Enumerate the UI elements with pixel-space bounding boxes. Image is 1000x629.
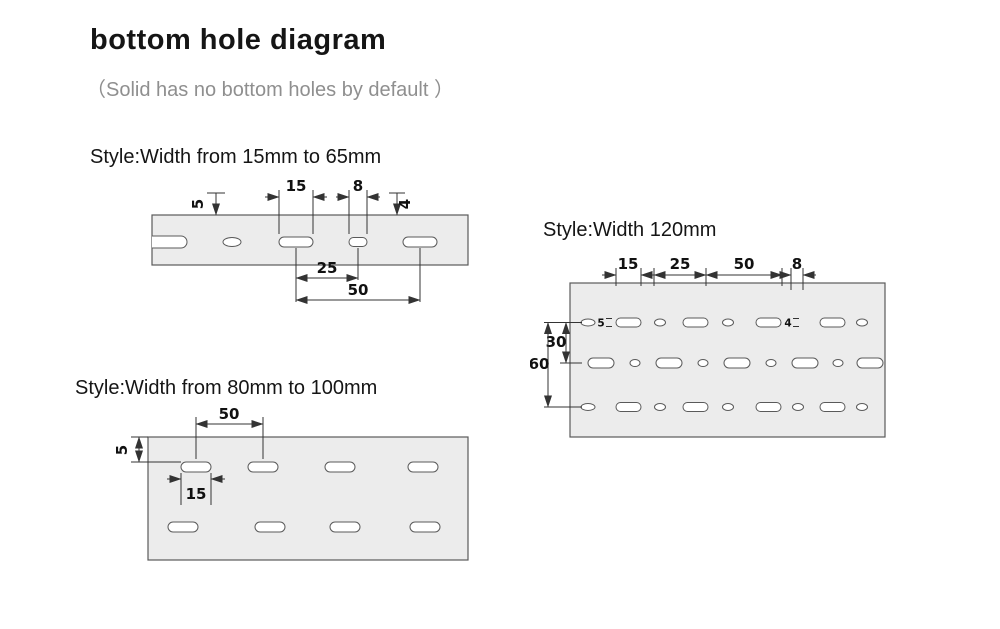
oval-hole xyxy=(723,357,751,369)
slot-hole xyxy=(819,317,846,328)
s3-dim-60-label: 60 xyxy=(530,355,549,373)
s3-dim-15-label: 15 xyxy=(618,255,639,273)
round-hole xyxy=(654,403,666,411)
oval-hole xyxy=(791,357,819,369)
oval-hole xyxy=(587,357,615,369)
slot-hole xyxy=(755,402,782,412)
s3-dim-50-label: 50 xyxy=(734,255,755,273)
s1-dim-15-label: 15 xyxy=(286,177,307,195)
slot-hole xyxy=(254,521,286,533)
s3-dim-8-label: 8 xyxy=(792,255,802,273)
page-subtitle: （Solid has no bottom holes by default ） xyxy=(86,79,454,101)
slot-hole xyxy=(329,521,361,533)
slot-hole xyxy=(402,236,438,248)
slot-hole xyxy=(180,461,212,473)
style2-label: Style:Width from 80mm to 100mm xyxy=(75,377,378,399)
slot-hole xyxy=(615,402,642,412)
oval-hole xyxy=(856,357,884,369)
round-hole xyxy=(856,318,868,327)
style3-label: Style:Width 120mm xyxy=(543,219,717,241)
style3-dimensions: 15 25 50 8 30 60 xyxy=(530,255,816,408)
s2-dim-5-label: 5 xyxy=(113,445,131,455)
round-hole xyxy=(856,403,868,411)
round-hole xyxy=(222,237,242,247)
slot-hole xyxy=(407,461,439,473)
round-hole xyxy=(792,403,804,411)
edge-notch-hole xyxy=(152,235,188,249)
round-hole xyxy=(722,318,734,327)
s3-dim-5-label: 5 xyxy=(597,318,604,330)
s1-dim-8-label: 8 xyxy=(353,177,363,195)
slot-hole xyxy=(409,521,441,533)
round-hole xyxy=(722,403,734,411)
oval-hole xyxy=(655,357,683,369)
s3-dim-4-label: 4 xyxy=(784,318,791,330)
style1-plate xyxy=(151,214,469,266)
page-title: bottom hole diagram xyxy=(90,24,387,56)
s3-dim-25-label: 25 xyxy=(670,255,691,273)
slot-hole xyxy=(247,461,279,473)
style1-label: Style:Width from 15mm to 65mm xyxy=(90,146,382,168)
slot-hole xyxy=(348,237,368,247)
round-hole xyxy=(832,359,844,367)
slot-hole xyxy=(167,521,199,533)
s2-dim-50-label: 50 xyxy=(219,405,240,423)
round-hole xyxy=(654,318,666,327)
style1-dimensions: 15 8 5 4 25 50 xyxy=(189,177,421,304)
round-hole xyxy=(765,359,777,367)
slot-hole xyxy=(755,317,782,328)
slot-hole xyxy=(324,461,356,473)
slot-hole xyxy=(682,317,709,328)
style1-diagram: 15 8 5 4 25 50 xyxy=(151,177,469,304)
style2-diagram: 50 5 15 xyxy=(113,405,469,561)
s1-dim-50-label: 50 xyxy=(348,281,369,299)
slot-hole xyxy=(278,236,314,248)
style3-plate xyxy=(569,282,886,438)
style2-plate xyxy=(147,436,469,561)
round-hole xyxy=(629,359,641,367)
oval-hole xyxy=(580,318,596,327)
style3-diagram: 15 25 50 8 30 60 xyxy=(530,255,886,438)
slot-hole xyxy=(615,317,642,328)
oval-hole xyxy=(580,403,596,411)
s1-dim-25-label: 25 xyxy=(317,259,338,277)
s1-dim-4-label: 4 xyxy=(396,199,414,209)
s1-dim-5-label: 5 xyxy=(189,199,207,209)
s2-dim-15-label: 15 xyxy=(186,485,207,503)
style2-dimensions: 50 5 15 xyxy=(113,405,264,505)
round-hole xyxy=(697,359,709,367)
s3-dim-30-label: 30 xyxy=(546,333,567,351)
slot-hole xyxy=(819,402,846,412)
slot-hole xyxy=(682,402,709,412)
